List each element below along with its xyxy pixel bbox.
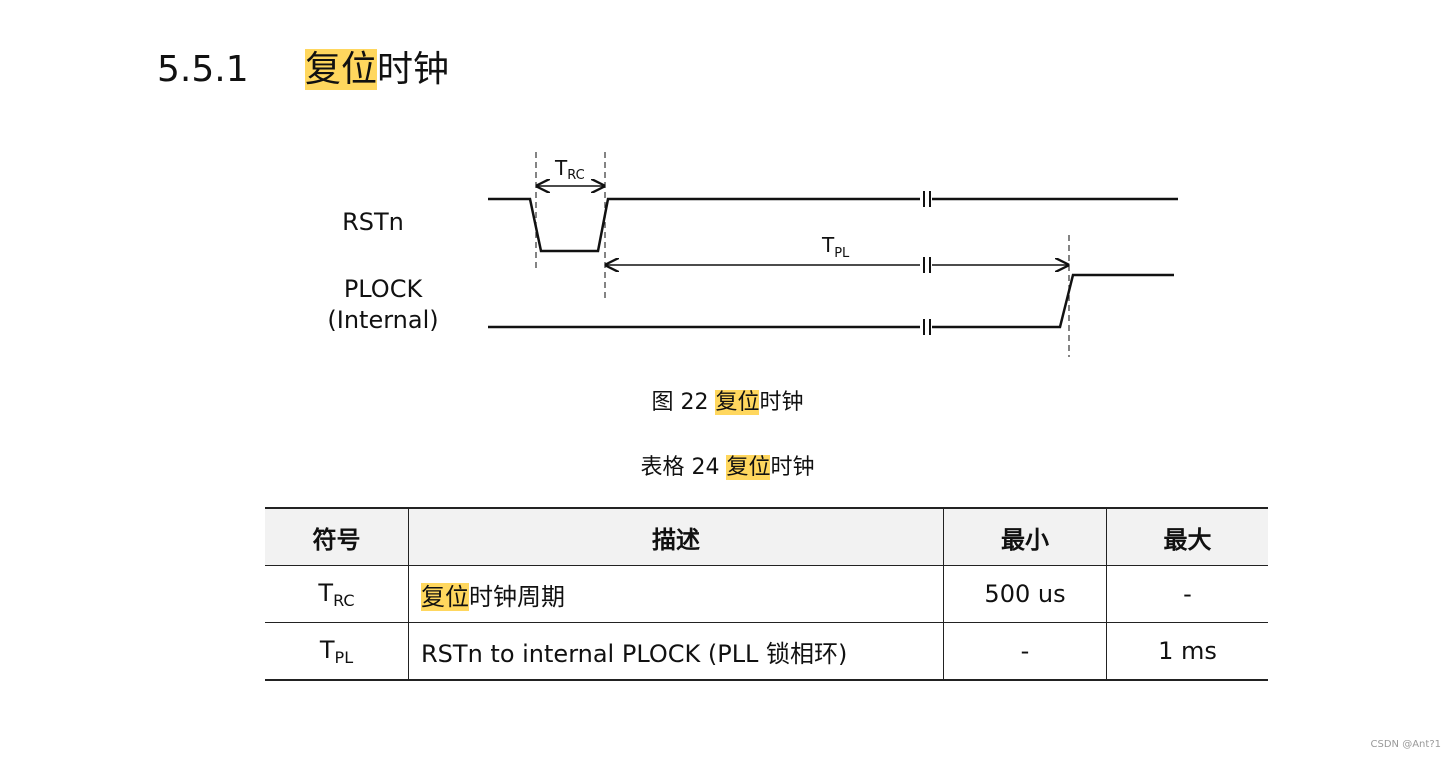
symbol-cell: TRC (265, 565, 409, 623)
table-row: TRC 复位时钟周期 500 us - (265, 565, 1268, 623)
table-caption-rest: 时钟 (770, 455, 815, 480)
symbol-sub: RC (333, 590, 355, 610)
reset-timing-diagram: RSTn PLOCK (Internal) TRC TPL (327, 152, 1178, 357)
header-min: 最小 (943, 507, 1107, 566)
table-header-row: 符号 描述 最小 最大 (265, 507, 1268, 566)
description-text: RSTn to internal PLOCK (PLL 锁相环) (421, 639, 848, 668)
description-cell: 复位时钟周期 (408, 565, 944, 623)
figure-caption: 图 22 复位时钟 (0, 388, 1455, 418)
section-heading: 5.5.1 复位时钟 (157, 48, 449, 92)
header-description: 描述 (408, 507, 944, 566)
rstn-waveform (488, 197, 920, 253)
header-symbol: 符号 (265, 507, 409, 566)
symbol-main: T (318, 578, 334, 607)
section-title-rest: 时钟 (377, 49, 450, 90)
symbol-cell: TPL (265, 622, 409, 681)
figure-caption-prefix: 图 22 (651, 390, 716, 415)
figure-caption-highlight: 复位 (715, 390, 760, 415)
table-row: TPL RSTn to internal PLOCK (PLL 锁相环) - 1… (265, 622, 1268, 681)
watermark: CSDN @Ant?1 (1370, 739, 1441, 750)
header-max: 最大 (1106, 507, 1268, 566)
section-title-highlight: 复位 (305, 49, 378, 90)
symbol-main: T (319, 635, 335, 664)
plock-label-line1: PLOCK (344, 275, 424, 303)
rstn-label: RSTn (342, 208, 404, 236)
min-cell: - (943, 622, 1107, 681)
description-highlight: 复位 (421, 582, 469, 611)
description-cell: RSTn to internal PLOCK (PLL 锁相环) (408, 622, 944, 681)
table-caption: 表格 24 复位时钟 (0, 453, 1455, 483)
plock-waveform-rise (932, 273, 1174, 329)
symbol-sub: PL (334, 647, 354, 667)
reset-clock-spec-table: 符号 描述 最小 最大 TRC 复位时钟周期 500 us - TPL RSTn… (265, 507, 1268, 681)
table-caption-highlight: 复位 (726, 455, 771, 480)
section-number: 5.5.1 (157, 49, 249, 90)
max-cell: - (1106, 565, 1268, 623)
table-caption-prefix: 表格 24 (640, 455, 727, 480)
description-text: 时钟周期 (469, 582, 565, 611)
figure-caption-rest: 时钟 (759, 390, 804, 415)
tpl-label: TPL (821, 233, 850, 261)
trc-label: TRC (554, 156, 585, 183)
min-cell: 500 us (943, 565, 1107, 623)
max-cell: 1 ms (1106, 622, 1268, 681)
plock-label-line2: (Internal) (327, 306, 438, 334)
